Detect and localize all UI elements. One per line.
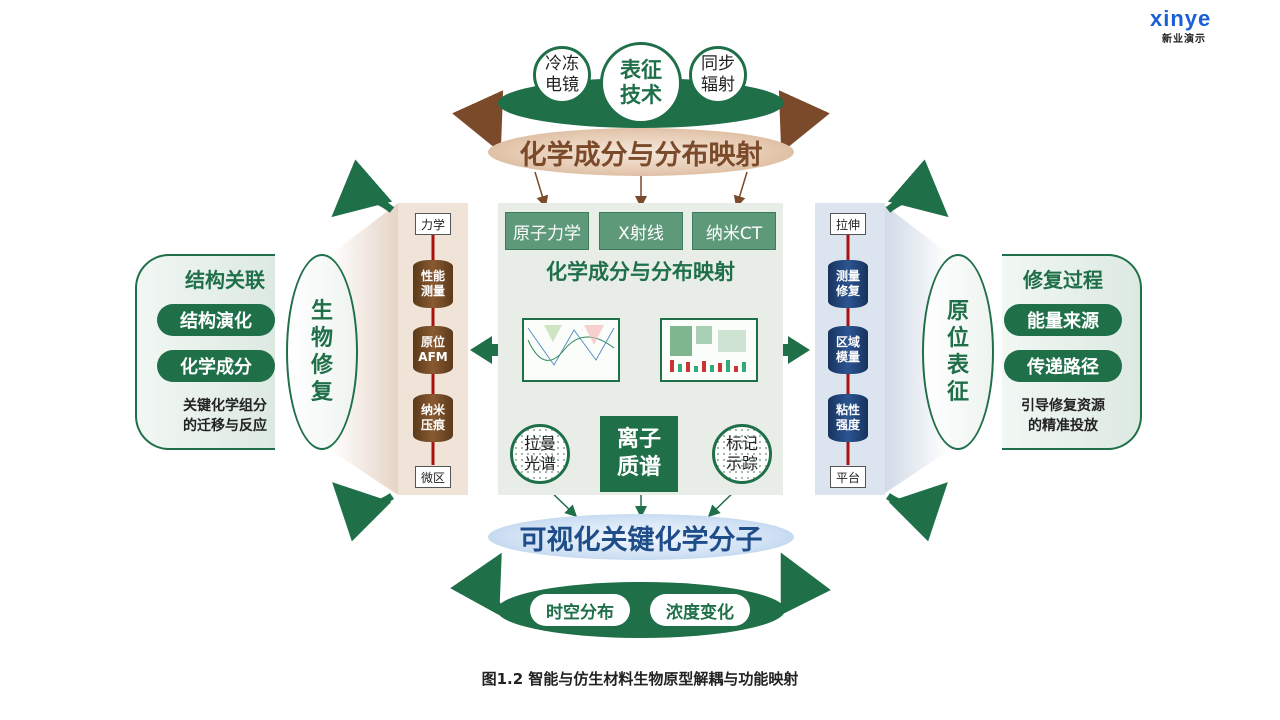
mapping-chart-thumbnail-left [522,318,620,382]
tech-box-nano-ct: 纳米CT [692,212,776,250]
left-side-vertical-text: 生 物 修 复 [310,299,333,405]
mapping-chart-thumbnail-right [660,318,758,382]
label-tracing-circle: 标记 示踪 [712,424,772,484]
right-panel-description: 引导修复资源 的精准投放 [1021,398,1105,434]
right-pill-transfer-path: 传递路径 [1004,350,1122,382]
tech-box-atomic-mechanics: 原子力学 [505,212,589,250]
characterization-tech-circle: 表征 技术 [600,42,682,124]
left-cylinder-3: 纳米 压痕 [413,394,453,442]
left-pill-chemical-composition: 化学成分 [157,350,275,382]
left-cylinder-1: 性能 测量 [413,260,453,308]
brand-logo: xinye [1150,6,1212,31]
right-pill-energy-source: 能量来源 [1004,304,1122,336]
right-big-arrow [760,336,810,364]
right-cylinder-3: 粘性 强度 [828,394,868,442]
right-side-cap: 原 位 表 征 [922,254,994,450]
bottom-banner: 可视化关键化学分子 [488,514,794,560]
right-column-bottom-label: 平台 [830,466,866,488]
ion-mass-spectrometry-box: 离子 质谱 [600,416,678,492]
left-pill-structure-evolution: 结构演化 [157,304,275,336]
right-side-vertical-text: 原 位 表 征 [946,299,969,405]
center-title: 化学成分与分布映射 [546,260,735,284]
left-big-arrow [470,336,520,364]
left-column-bottom-label: 微区 [415,466,451,488]
bottom-pill-concentration: 浓度变化 [650,594,750,626]
right-column-top-label: 拉伸 [830,213,866,235]
left-panel-title: 结构关联 [185,267,265,292]
right-panel-title: 修复过程 [1023,267,1103,292]
left-panel-description: 关键化学组分 的迁移与反应 [183,398,267,434]
top-banner: 化学成分与分布映射 [488,128,794,176]
raman-spectroscopy-circle: 拉曼 光谱 [510,424,570,484]
cryo-em-circle: 冷冻 电镜 [533,46,591,104]
tech-box-xray: X射线 [599,212,683,250]
figure-caption: 图1.2 智能与仿生材料生物原型解耦与功能映射 [481,669,799,688]
left-side-cap: 生 物 修 复 [286,254,358,450]
right-cylinder-1: 测量 修复 [828,260,868,308]
brand-logo-subtitle: 新业演示 [1162,34,1206,45]
bottom-pill-spatiotemporal: 时空分布 [530,594,630,626]
left-cylinder-2: 原位 AFM [413,326,453,374]
synchrotron-circle: 同步 辐射 [689,46,747,104]
left-column-top-label: 力学 [415,213,451,235]
right-cylinder-2: 区域 模量 [828,326,868,374]
